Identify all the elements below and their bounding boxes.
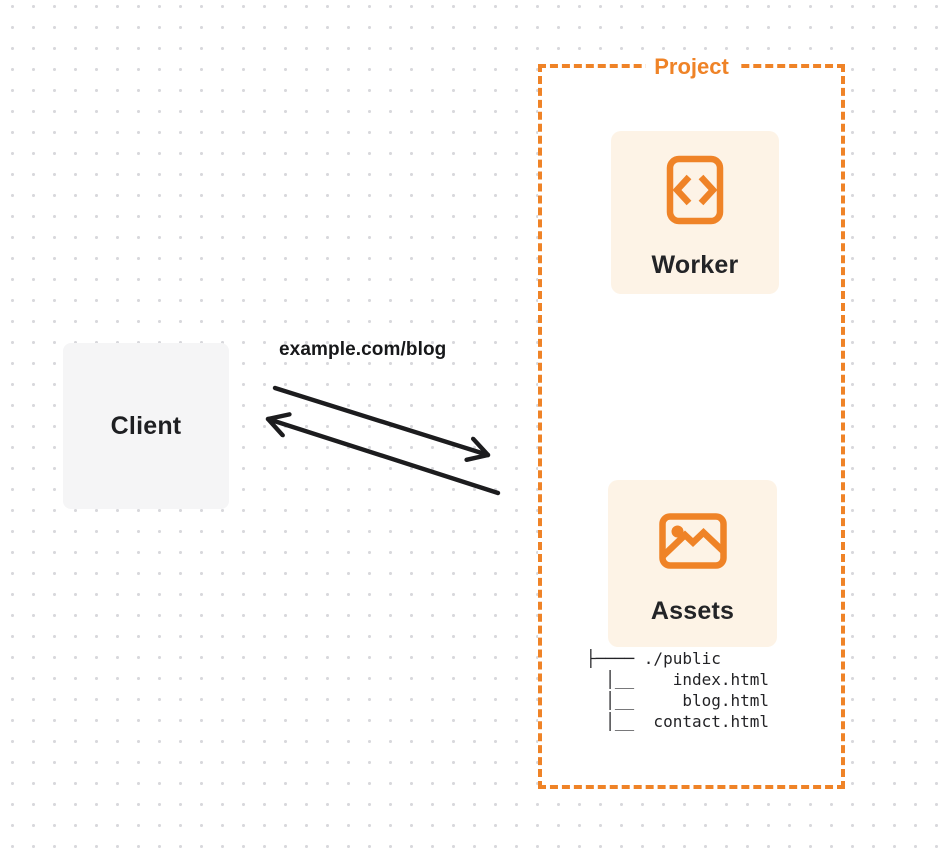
image-frame bbox=[658, 513, 727, 569]
request-url-label: example.com/blog bbox=[279, 339, 447, 360]
file-tree-line-public: ├──── ./public bbox=[586, 649, 721, 668]
file-tree-line-index: │__ index.html bbox=[586, 670, 770, 689]
client-box: Client bbox=[63, 343, 229, 509]
request-response-arrows bbox=[265, 385, 501, 496]
request-arrow bbox=[272, 385, 491, 455]
project-title: Project bbox=[645, 52, 738, 81]
response-arrow bbox=[265, 419, 501, 496]
file-tree: ├──── ./public │__ index.html │__ blog.h… bbox=[586, 648, 769, 732]
assets-card: Assets bbox=[608, 480, 777, 647]
document-outline bbox=[666, 155, 724, 225]
file-tree-line-blog: │__ blog.html bbox=[586, 691, 770, 710]
client-label: Client bbox=[110, 411, 182, 440]
file-tree-line-contact: │__ contact.html bbox=[586, 712, 770, 731]
image-sun-dot bbox=[671, 525, 683, 538]
code-chevron-left bbox=[672, 174, 692, 206]
image-icon bbox=[658, 513, 727, 569]
assets-label: Assets bbox=[650, 597, 735, 625]
image-mountains bbox=[659, 528, 726, 560]
worker-card: Worker bbox=[611, 131, 779, 294]
worker-label: Worker bbox=[651, 251, 739, 279]
code-document-icon bbox=[666, 155, 724, 225]
code-chevron-right bbox=[698, 174, 718, 206]
